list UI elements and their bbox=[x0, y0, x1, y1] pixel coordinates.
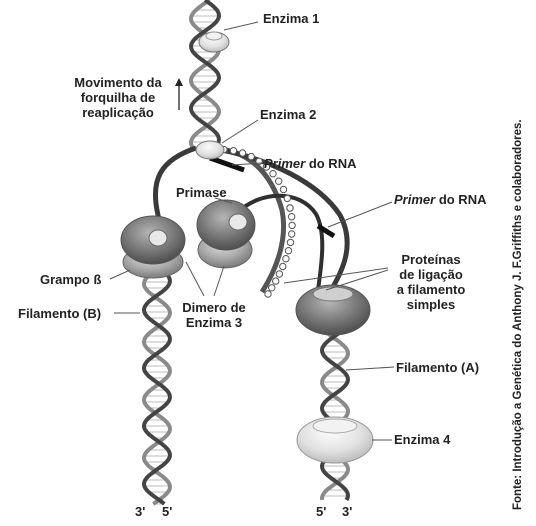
rna-primer-top bbox=[209, 155, 245, 173]
label-primer-2-rest: do RNA bbox=[435, 192, 487, 207]
label-primase: Primase bbox=[176, 185, 227, 200]
ssb-bead bbox=[284, 247, 293, 255]
leader-primer-1 bbox=[231, 162, 263, 166]
label-primer-rna-2: Primer do RNA bbox=[394, 192, 486, 207]
label-enzima-1: Enzima 1 bbox=[263, 11, 320, 26]
enzima-2-shape bbox=[195, 140, 225, 160]
leader-proteinas-a bbox=[283, 267, 389, 284]
fork-movement-arrow bbox=[175, 78, 183, 110]
label-filamento-b: Filamento (B) bbox=[18, 306, 102, 321]
ssb-bead bbox=[264, 290, 272, 298]
leader-dimero-a bbox=[185, 261, 205, 297]
label-primer-2-italic: Primer bbox=[394, 192, 436, 207]
leader-primase bbox=[214, 197, 233, 204]
enzima-4-shape bbox=[296, 416, 374, 464]
ssb-bead bbox=[283, 194, 291, 203]
ssb-bead bbox=[238, 149, 247, 157]
helix-strand-front bbox=[319, 317, 351, 501]
label-enzima-4: Enzima 4 bbox=[394, 432, 451, 447]
label-enzima-2: Enzima 2 bbox=[260, 107, 317, 122]
ssb-bead bbox=[288, 221, 296, 230]
leader-filamento-a bbox=[345, 366, 395, 371]
ssb-bead bbox=[272, 277, 280, 285]
helix-strand-front bbox=[141, 270, 172, 506]
end-label-3-right: 3' bbox=[342, 504, 353, 519]
ssb-bead bbox=[268, 284, 276, 292]
ssb-bead bbox=[286, 238, 295, 247]
label-proteinas-line-2: de ligação bbox=[399, 267, 463, 282]
label-dimero-line-2: Enzima 3 bbox=[185, 315, 243, 330]
leader-primer-2 bbox=[327, 201, 393, 228]
ssb-bead bbox=[282, 255, 290, 263]
label-dimero-enzima-3: Dimero de Enzima 3 bbox=[176, 300, 252, 330]
okazaki-top-strand bbox=[236, 193, 325, 291]
label-movimento-line-2: forquilha de bbox=[80, 90, 156, 105]
ssb-bead bbox=[287, 213, 296, 221]
end-label-5-left: 5' bbox=[162, 504, 173, 519]
rna-primer-right bbox=[316, 223, 336, 239]
source-credit: Fonte: Introdução a Genética do Anthony … bbox=[512, 119, 524, 510]
label-proteinas-line-4: simples bbox=[406, 297, 456, 312]
leading-strand-helix bbox=[141, 270, 172, 506]
ssb-bead bbox=[279, 185, 288, 194]
ssb-bead bbox=[247, 152, 255, 161]
end-label-3-left: 3' bbox=[135, 504, 146, 519]
enzima-3-dimer-shape bbox=[196, 199, 256, 269]
parental-dna-helix bbox=[188, 0, 222, 152]
ssb-bead bbox=[229, 147, 238, 155]
helix-strand-back bbox=[141, 270, 172, 506]
ssb-bead bbox=[275, 177, 283, 185]
ssb-bead bbox=[288, 230, 296, 238]
enzima-1-shape bbox=[198, 31, 230, 53]
ssb-bead bbox=[262, 163, 271, 171]
end-label-5-right: 5' bbox=[316, 504, 327, 519]
label-grampo: Grampo ß bbox=[40, 272, 102, 287]
helix-strand-back bbox=[319, 316, 351, 501]
ssb-bead bbox=[286, 204, 294, 212]
lagging-strand-helix bbox=[319, 316, 351, 501]
helix-strand-front bbox=[188, 0, 222, 152]
enzima-3-lagging-shape bbox=[295, 284, 371, 336]
label-proteinas-line-3: a filamento bbox=[396, 282, 466, 297]
label-primer-rna-1: Primer do RNA bbox=[264, 156, 356, 171]
label-movimento-forquilha: Movimento da forquilha de reaplicação bbox=[62, 75, 174, 120]
ssb-bead bbox=[279, 262, 287, 271]
leader-grampo bbox=[109, 269, 131, 280]
label-filamento-a: Filamento (A) bbox=[396, 360, 480, 375]
label-dimero-line-1: Dimero de bbox=[182, 300, 246, 315]
label-proteinas-ligacao: Proteínas de ligação a filamento simples bbox=[388, 252, 474, 312]
ssb-bead bbox=[275, 270, 284, 278]
label-movimento-line-3: reaplicação bbox=[82, 105, 154, 120]
label-proteinas-line-1: Proteínas bbox=[401, 252, 461, 267]
label-movimento-line-1: Movimento da bbox=[74, 75, 162, 90]
leader-enzima-2 bbox=[221, 119, 259, 144]
grampo-clamp-shape bbox=[120, 215, 186, 279]
leader-dimero-b bbox=[213, 265, 225, 297]
leader-proteinas-b bbox=[325, 269, 389, 291]
leader-enzima-1 bbox=[223, 21, 259, 31]
ssb-protein-beads bbox=[210, 145, 296, 298]
label-primer-1-rest: do RNA bbox=[305, 156, 357, 171]
label-primer-1-italic: Primer bbox=[264, 156, 306, 171]
ssb-bead bbox=[269, 170, 277, 178]
